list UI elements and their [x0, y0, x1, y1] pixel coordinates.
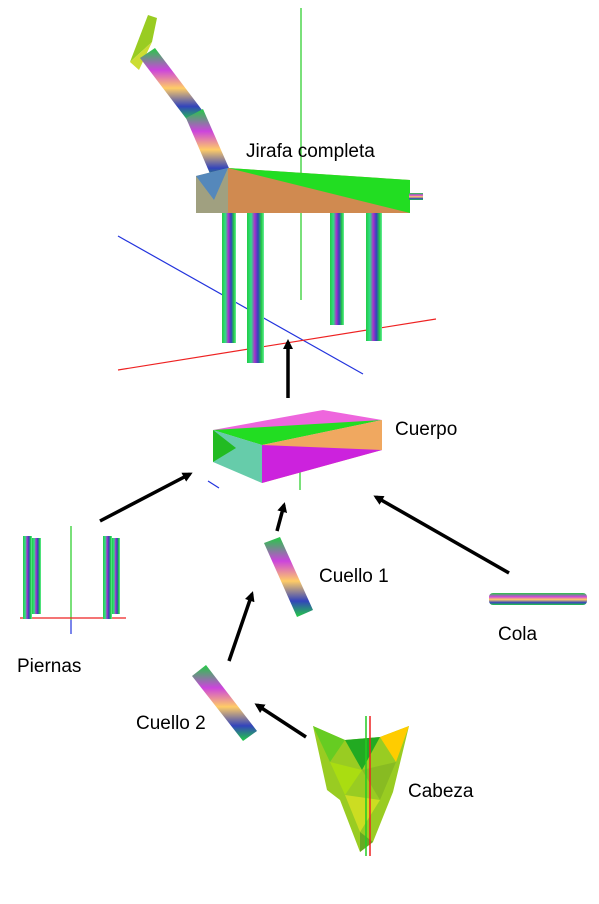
giraffe-head-shade	[130, 42, 152, 70]
axis-x-line	[117, 318, 437, 371]
arrow-neck2-to-neck1	[227, 591, 255, 662]
leg-cylinder	[32, 538, 41, 614]
head-ear-left	[313, 726, 345, 762]
neck2-part	[192, 665, 257, 741]
leg-cylinder	[112, 538, 120, 614]
label-cuerpo: Cuerpo	[395, 419, 458, 440]
legs-part	[20, 526, 126, 634]
arrow-tail-to-body	[373, 495, 510, 575]
head-patch	[330, 762, 362, 795]
leg-cylinder	[103, 536, 112, 619]
neck1-part	[264, 537, 313, 617]
giraffe-tail	[409, 193, 423, 200]
head-ear-right	[380, 726, 409, 762]
assembly-arrows	[99, 339, 510, 739]
tail-part	[489, 593, 587, 605]
label-cuello-2: Cuello 2	[136, 713, 206, 734]
complete-giraffe	[117, 8, 437, 375]
head-part	[313, 716, 409, 856]
giraffe-leg	[222, 213, 236, 343]
axis-z-line	[207, 480, 220, 489]
giraffe-body-side-shade	[196, 168, 228, 200]
head-shape	[313, 726, 409, 852]
label-cola: Cola	[498, 624, 538, 645]
head-patch	[345, 795, 380, 832]
neck1-cylinder	[264, 537, 313, 617]
giraffe-leg	[247, 213, 264, 363]
body-side-face-shade	[213, 430, 236, 462]
leg-cylinder	[23, 536, 32, 619]
axis-z-line	[117, 235, 364, 375]
giraffe-head	[130, 15, 157, 62]
label-jirafa-completa: Jirafa completa	[246, 141, 375, 162]
body-front-face-stripe	[262, 445, 382, 483]
body-part	[207, 410, 382, 490]
tail-cylinder	[489, 593, 587, 605]
neck2-cylinder	[192, 665, 257, 741]
giraffe-leg	[366, 213, 382, 341]
label-piernas: Piernas	[17, 656, 82, 677]
arrow-head-to-neck2	[254, 703, 307, 739]
body-top-face-stripe	[213, 420, 382, 445]
giraffe-body-top	[228, 168, 410, 213]
giraffe-neck-upper	[140, 48, 202, 121]
label-cuello-1: Cuello 1	[319, 566, 389, 587]
head-patch	[345, 737, 380, 770]
label-cabeza: Cabeza	[408, 781, 474, 802]
arrow-neck1-to-body	[275, 502, 288, 532]
arrow-legs-to-body	[99, 472, 193, 523]
giraffe-leg	[330, 213, 344, 325]
giraffe-neck-lower	[186, 109, 232, 183]
